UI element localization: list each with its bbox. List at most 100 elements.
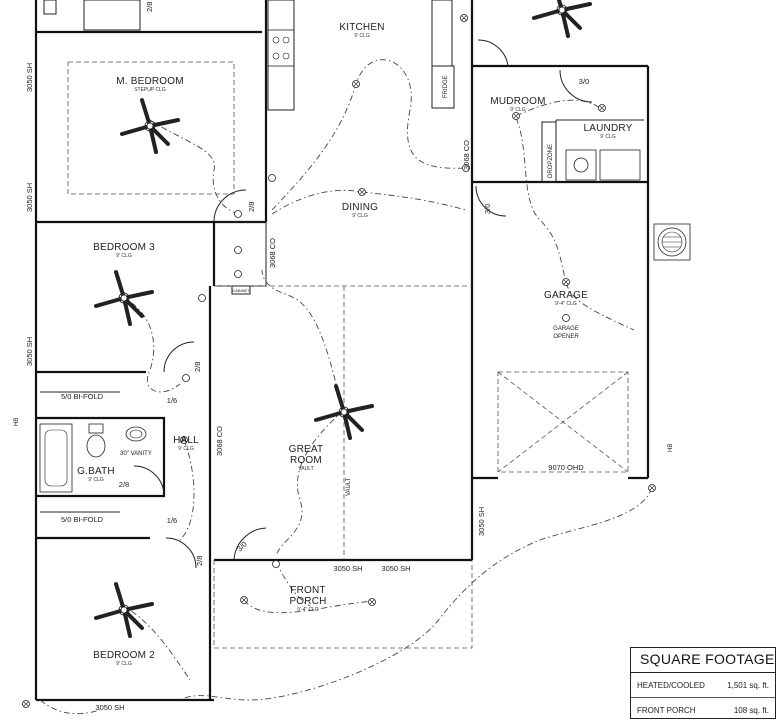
room-name-hall: HALL	[173, 435, 199, 446]
kitchen-counter	[267, 0, 295, 111]
ceiling-fan-icon	[532, 0, 592, 38]
label-vanity: 30" VANITY	[120, 451, 152, 457]
mbath-fixture-2	[43, 0, 57, 15]
room-name-bedroom2: BEDROOM 2	[93, 650, 155, 661]
label-bifold-top: 5/0 BI-FOLD	[61, 392, 104, 401]
light-fixture-icon	[562, 278, 570, 286]
light-fixture-icon	[358, 188, 366, 196]
ceiling-fan-icon	[94, 582, 154, 638]
room-ceiling-gbath: 9' CLG	[88, 477, 104, 483]
dim-28-hall: 2/8	[193, 362, 202, 372]
toilet-icon	[86, 423, 106, 458]
label-dropzone: DROPZONE	[548, 144, 554, 178]
door-swing-bath	[133, 465, 165, 497]
door-swing-front	[233, 527, 267, 561]
ceiling-lines	[67, 61, 629, 560]
light-fixture-icon	[648, 484, 656, 492]
room-name-porch-2: PORCH	[289, 596, 326, 607]
dim-16-bottom: 1/6	[167, 516, 177, 525]
kitchen-counter-right	[431, 0, 453, 67]
light-fixture-icon	[180, 436, 188, 444]
label-hb-right: HB	[668, 444, 674, 452]
circuit-mudroom	[515, 99, 601, 117]
label-fridge: FRIDGE	[443, 75, 449, 98]
door-swing-kitchen-top	[477, 39, 509, 67]
label-hb-left: HB	[14, 418, 20, 426]
square-footage-table: SQUARE FOOTAGE HEATED/COOLED 1,501 sq. f…	[630, 647, 776, 719]
fixtures	[22, 0, 691, 708]
circuit-mbed	[149, 119, 241, 215]
walls	[34, 0, 650, 702]
cabinet-box	[231, 285, 251, 295]
room-ceiling-mbedroom: STEPUP CLG	[134, 87, 166, 93]
light-fixture-icon	[22, 700, 30, 708]
dim-30-mud: 3/0	[579, 77, 589, 86]
ac-unit-icon	[653, 223, 691, 261]
room-ceiling-hall: 9' CLG	[178, 446, 194, 452]
light-fixture-icon	[460, 14, 468, 22]
door-swing-bed3	[163, 341, 195, 373]
dim-sh-bottom: 3050 SH	[95, 703, 124, 712]
dim-sh-left-mid: 3050 SH	[25, 183, 34, 212]
light-fixture-icon	[352, 80, 360, 88]
label-bifold-bottom: 5/0 BI-FOLD	[61, 515, 104, 524]
dim-co-hall: 3068 CO	[215, 426, 224, 456]
dim-co-closet: 3068 CO	[268, 238, 277, 268]
room-ceiling-mudroom: 9' CLG	[510, 107, 526, 113]
dim-sh-left-low: 3050 SH	[25, 337, 34, 366]
switch-icon	[182, 164, 570, 568]
table-row: FRONT PORCH 108 sq. ft.	[631, 698, 775, 722]
square-footage-title: SQUARE FOOTAGE	[631, 648, 775, 673]
label-ohd: 9070 OHD	[548, 463, 584, 472]
ceiling-fan-icon	[120, 98, 180, 154]
room-name-kitchen: KITCHEN	[339, 22, 384, 33]
circuit-bed3	[119, 295, 181, 393]
ceiling-fan-icon	[94, 270, 154, 326]
room-name-mbedroom: M. BEDROOM	[116, 76, 184, 87]
dim-28-bath: 2/8	[119, 480, 129, 489]
circuit-kitchen	[271, 59, 467, 211]
light-fixture-icon	[368, 598, 376, 606]
light-fixture-icon	[240, 596, 248, 604]
garage-door-x	[497, 371, 629, 473]
dim-16-top: 1/6	[167, 396, 177, 405]
circuit-great	[261, 269, 345, 557]
fridge-box	[431, 65, 455, 109]
room-name-porch-1: FRONT	[290, 585, 325, 596]
range-icon	[267, 29, 295, 67]
dim-sh-garage: 3050 SH	[477, 507, 486, 536]
room-name-great-2: ROOM	[290, 455, 322, 466]
room-name-garage: GARAGE	[544, 290, 588, 301]
doors	[133, 39, 593, 569]
label-cabinet: CABINET	[232, 288, 250, 293]
door-swing-bed2	[165, 537, 197, 569]
wall-bath-box	[36, 416, 166, 498]
circuit-hall	[179, 439, 195, 541]
dim-sh-front-1: 3050 SH	[333, 564, 362, 573]
light-fixture-icon	[512, 112, 520, 120]
room-ceiling-garage: 9'-4" CLG	[555, 301, 577, 307]
room-ceiling-laundry: 9' CLG	[600, 134, 616, 140]
tray-ceiling-outline	[67, 61, 235, 195]
dim-sh-left-top: 3050 SH	[25, 63, 34, 92]
mbath-fixture	[83, 0, 141, 31]
room-ceiling-bedroom3: 9' CLG	[116, 253, 132, 259]
room-ceiling-dining: 9' CLG	[352, 213, 368, 219]
table-row: HEATED/COOLED 1,501 sq. ft.	[631, 673, 775, 698]
row-value: 1,501 sq. ft.	[727, 680, 769, 690]
room-ceiling-great: VAULT	[298, 466, 313, 472]
label-garage-opener-1: GARAGE	[553, 326, 579, 332]
circuit-exterior-right	[179, 487, 653, 701]
dim-co-kitchen: 3068 CO	[462, 140, 471, 170]
room-name-bedroom3: BEDROOM 3	[93, 242, 155, 253]
room-name-great-1: GREAT	[289, 444, 324, 455]
room-name-mudroom: MUDROOM	[490, 96, 545, 107]
row-label: HEATED/COOLED	[637, 680, 705, 690]
dim-28-b2: 2/8	[195, 556, 204, 566]
garage-door-outline	[497, 371, 629, 473]
room-ceiling-kitchen: 9' CLG	[354, 33, 370, 39]
room-name-laundry: LAUNDRY	[583, 123, 632, 134]
dryer-icon	[599, 149, 641, 181]
room-labels: KITCHEN 9' CLG M. BEDROOM STEPUP CLG MUD…	[77, 22, 632, 667]
